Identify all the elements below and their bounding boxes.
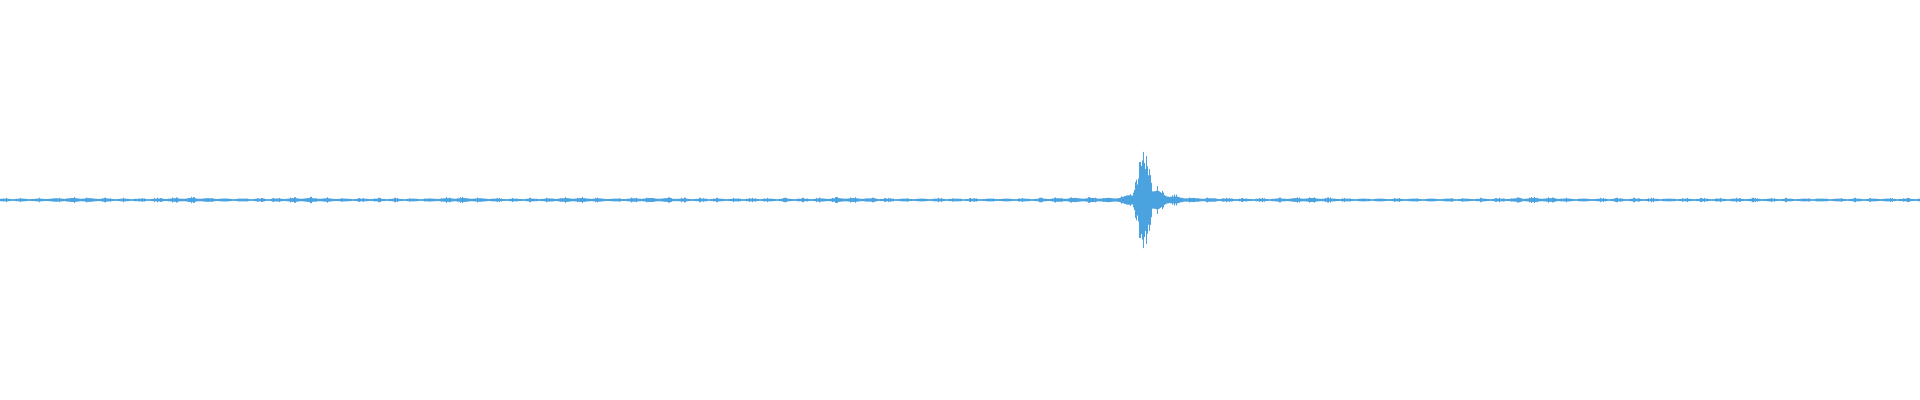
waveform-group	[0, 151, 1920, 249]
